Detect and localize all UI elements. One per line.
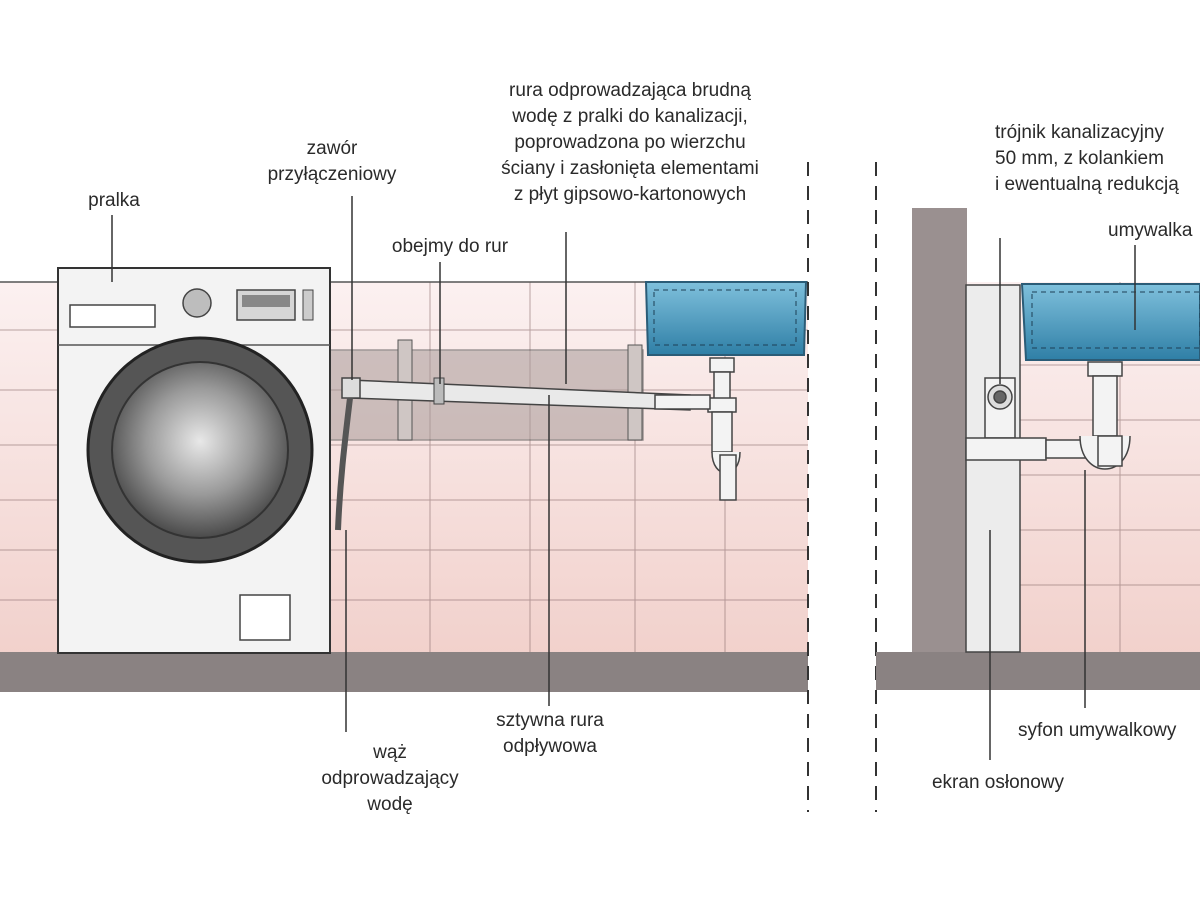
label-waz: wąż odprowadzający wodę <box>290 740 490 818</box>
left-sink <box>644 281 808 356</box>
label-ekran: ekran osłonowy <box>931 772 1065 793</box>
label-zawor-line-1: zawór <box>306 138 358 159</box>
leader-lines <box>111 196 1136 760</box>
right-floor <box>876 652 1200 690</box>
label-sztywna: sztywna rura odpływowa <box>470 708 630 760</box>
label-zawor: zawór przyłączeniowy <box>232 136 432 188</box>
label-rura-line-4: ściany i zasłonięta elementami <box>501 158 759 179</box>
label-waz-line-2: odprowadzający <box>321 768 459 789</box>
left-siphon <box>654 357 741 501</box>
label-rura-line-3: poprowadzona po wierzchu <box>514 132 746 153</box>
label-pralka: pralka <box>88 190 140 211</box>
rigid-drain-pipe <box>341 377 691 411</box>
label-rura-line-2: wodę z pralki do kanalizacji, <box>512 106 748 127</box>
right-wall-column <box>912 208 967 652</box>
drain-hose <box>335 397 353 531</box>
label-syfon: syfon umywalkowy <box>1018 720 1177 741</box>
label-rura: rura odprowadzająca brudną wodę z pralki… <box>450 78 810 208</box>
label-trojnik-line-1: trójnik kanalizacyjny <box>995 122 1164 143</box>
label-rura-line-5: z płyt gipsowo-kartonowych <box>513 184 747 205</box>
label-sztywna-line-1: sztywna rura <box>496 710 604 731</box>
label-trojnik-line-3: i ewentualną redukcją <box>995 174 1179 195</box>
label-waz-line-3: wodę <box>367 794 413 815</box>
label-waz-line-1: wąż <box>373 742 407 763</box>
label-trojnik-line-2: 50 mm, z kolankiem <box>995 148 1164 169</box>
left-floor <box>0 652 808 692</box>
cover-screen <box>965 284 1021 653</box>
label-zawor-line-2: przyłączeniowy <box>267 164 397 185</box>
washing-machine <box>57 267 331 654</box>
sink-siphon <box>1045 361 1131 470</box>
right-sink <box>1020 283 1200 361</box>
label-rura-line-1: rura odprowadzająca brudną <box>509 80 751 101</box>
label-umywalka: umywalka <box>1108 220 1193 241</box>
label-obejmy: obejmy do rur <box>391 236 509 257</box>
label-trojnik: trójnik kanalizacyjny 50 mm, z kolankiem… <box>995 120 1200 198</box>
label-sztywna-line-2: odpływowa <box>503 736 597 757</box>
sewer-tee <box>965 377 1047 461</box>
